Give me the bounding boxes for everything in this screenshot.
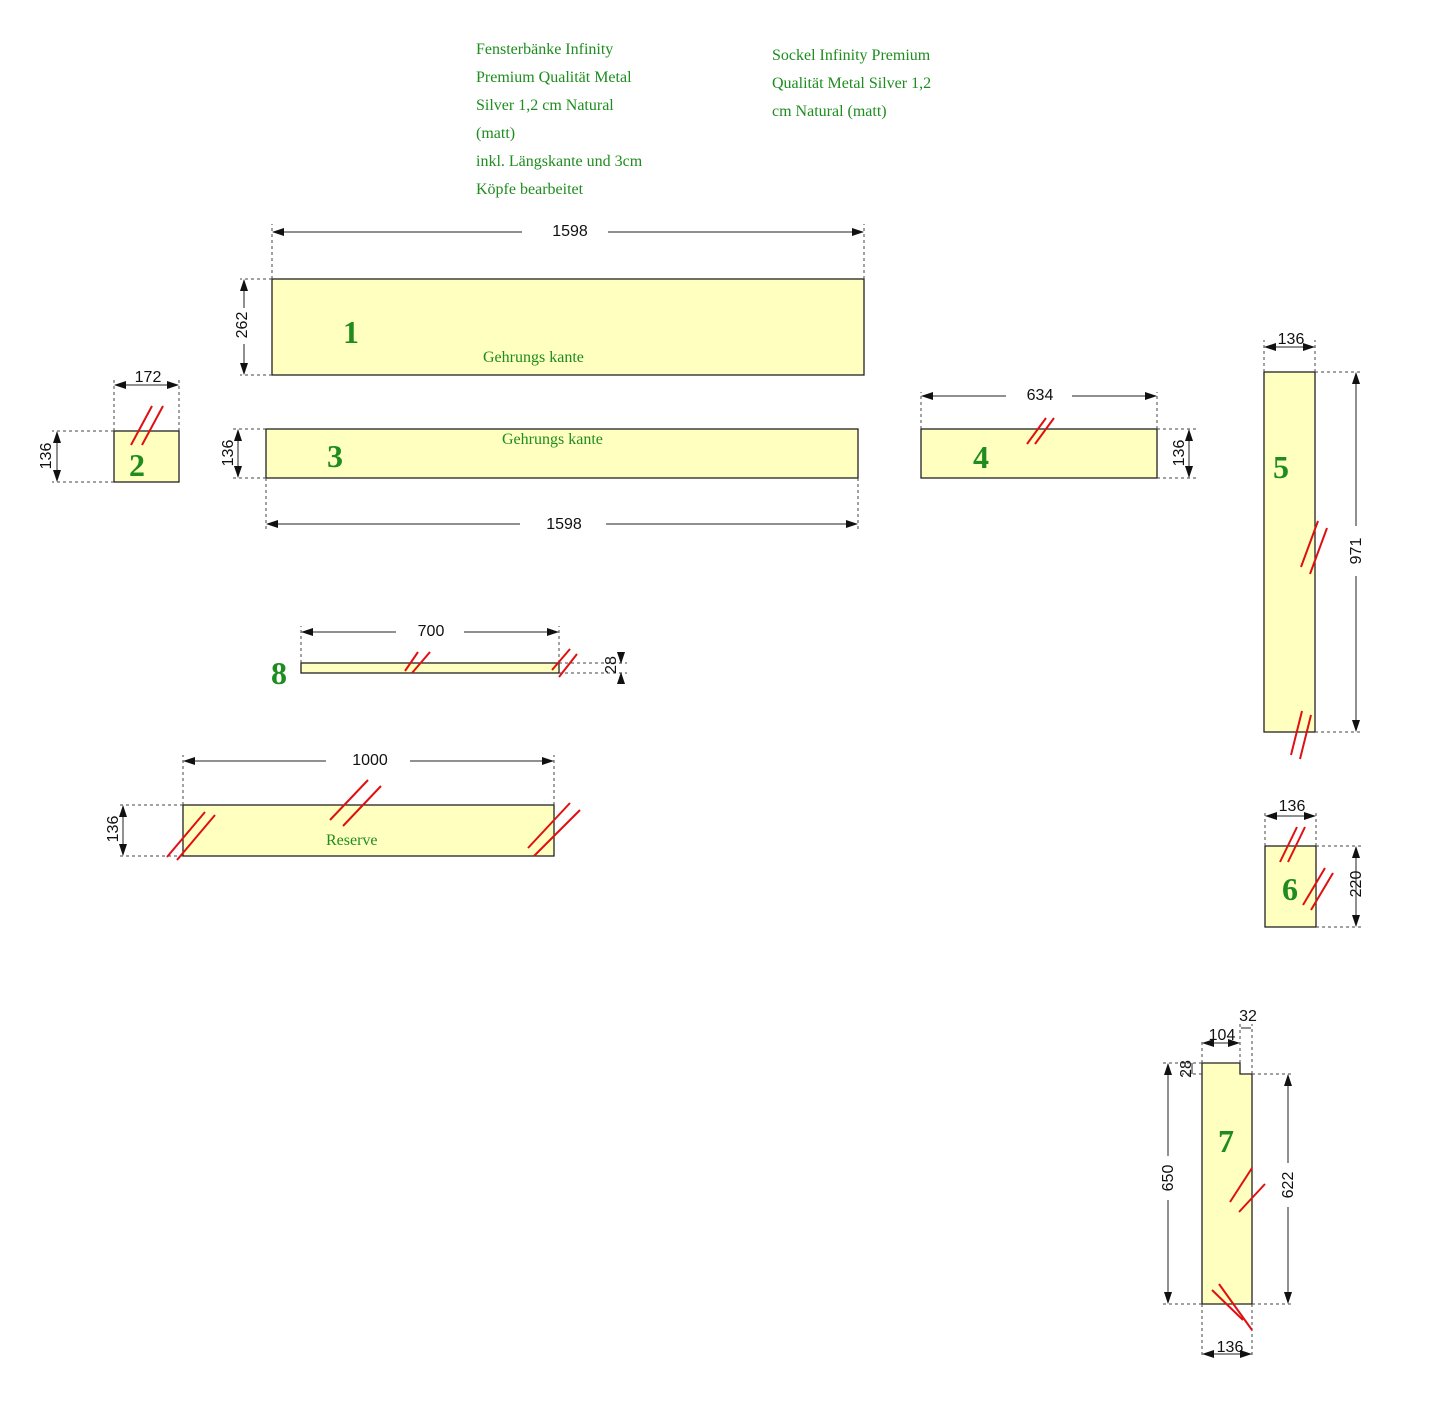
piece-4-height: 136 [1171, 440, 1188, 467]
piece-5[interactable]: 136 971 5 [1263, 331, 1367, 760]
piece-5-number: 5 [1273, 449, 1289, 485]
note-line: Silver 1,2 cm Natural [476, 97, 614, 114]
piece-7-notch-height: 28 [1178, 1060, 1195, 1078]
piece-8-width: 700 [418, 623, 445, 640]
piece-1-shape [271, 278, 865, 376]
note-line: Qualität Metal Silver 1,2 [772, 75, 932, 92]
piece-4[interactable]: 634 136 4 [920, 384, 1196, 479]
note-fensterbaenke: Fensterbänke Infinity Premium Qualität M… [476, 36, 642, 204]
piece-7-height-right: 622 [1280, 1172, 1297, 1199]
piece-reserve[interactable]: 1000 136 Reserve [105, 749, 581, 861]
piece-8-shape [300, 662, 560, 674]
piece-8-number: 8 [271, 655, 287, 691]
piece-2[interactable]: 172 136 2 [38, 369, 180, 483]
piece-7-number: 7 [1218, 1123, 1234, 1159]
piece-reserve-height: 136 [105, 816, 122, 843]
piece-7-top-width: 104 [1209, 1027, 1236, 1044]
piece-1-number: 1 [343, 314, 359, 350]
note-line: (matt) [476, 125, 516, 142]
piece-6-number: 6 [1282, 871, 1298, 907]
piece-reserve-label: Reserve [326, 832, 378, 849]
piece-8[interactable]: 700 28 8 [271, 620, 627, 691]
piece-2-height: 136 [38, 443, 55, 470]
piece-7-shape [1201, 1062, 1253, 1305]
piece-3-number: 3 [327, 438, 343, 474]
note-line: Fensterbänke Infinity [476, 41, 614, 58]
note-line: inkl. Längskante und 3cm [476, 153, 643, 170]
piece-6-height: 220 [1348, 871, 1365, 898]
piece-6-shape [1264, 845, 1317, 928]
piece-3-height: 136 [220, 440, 237, 467]
piece-7[interactable]: 104 32 28 650 622 136 7 [1157, 1008, 1299, 1358]
piece-7-notch-width: 32 [1239, 1008, 1257, 1025]
note-line: Premium Qualität Metal [476, 69, 632, 86]
piece-3[interactable]: 1598 136 3 Gehrungs kante [220, 428, 859, 535]
piece-6[interactable]: 136 220 6 [1264, 798, 1365, 928]
piece-4-width: 634 [1027, 387, 1054, 404]
piece-5-width: 136 [1278, 331, 1305, 348]
piece-3-shape [265, 428, 859, 479]
piece-1-height: 262 [234, 312, 251, 339]
piece-1-label: Gehrungs kante [483, 349, 584, 366]
piece-4-shape [920, 428, 1158, 479]
note-line: Köpfe bearbeitet [476, 181, 584, 198]
piece-2-shape [113, 430, 180, 483]
piece-1[interactable]: 1598 262 1 Gehrungs kante [232, 220, 865, 376]
piece-reserve-width: 1000 [352, 752, 388, 769]
note-sockel: Sockel Infinity Premium Qualität Metal S… [772, 42, 931, 126]
piece-6-width: 136 [1279, 798, 1306, 815]
piece-7-height-left: 650 [1160, 1165, 1177, 1192]
piece-8-height: 28 [603, 656, 620, 674]
piece-3-label: Gehrungs kante [502, 431, 603, 448]
piece-reserve-shape [182, 804, 555, 857]
note-line: Sockel Infinity Premium [772, 47, 931, 64]
piece-1-width: 1598 [552, 223, 588, 240]
piece-4-number: 4 [973, 439, 989, 475]
piece-7-width: 136 [1217, 1339, 1244, 1356]
piece-5-height: 971 [1348, 538, 1365, 565]
piece-2-width: 172 [135, 369, 162, 386]
piece-2-number: 2 [129, 447, 145, 483]
piece-3-width: 1598 [546, 516, 582, 533]
note-line: cm Natural (matt) [772, 103, 887, 120]
